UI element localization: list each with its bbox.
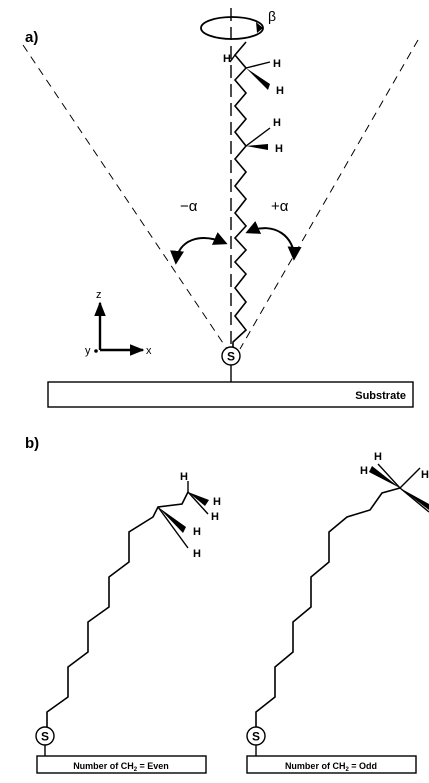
bond-terminal <box>229 54 236 63</box>
odd-count-box <box>246 755 417 774</box>
twist-rotation-arrowhead <box>256 22 263 33</box>
odd-count-label: Number of CH2 = Odd <box>285 761 377 773</box>
y-axis-label: y <box>85 345 91 357</box>
panel-a: a) β H H H H H −α +α z <box>22 8 419 408</box>
sulfur-atom-label: S <box>227 350 235 364</box>
z-axis-label: z <box>96 289 102 301</box>
alkyl-chain-backbone <box>232 41 248 354</box>
h-atom: H <box>193 548 201 560</box>
tilt-plus-alpha-label: +α <box>271 198 289 215</box>
bond-ch <box>157 506 189 549</box>
tilt-arrow-minus-alpha <box>170 232 228 265</box>
h-atom: H <box>275 143 283 155</box>
tilt-minus-alpha-label: −α <box>180 198 198 215</box>
h-atom: H <box>211 511 219 523</box>
bond-ch <box>187 491 209 515</box>
tilt-cone-right-edge <box>239 39 419 350</box>
y-axis-marker <box>94 349 98 353</box>
h-atom: H <box>273 117 281 129</box>
wedge-bond <box>188 492 209 506</box>
h-atom: H <box>223 53 231 65</box>
tilt-arrow-plus-alpha <box>245 221 302 261</box>
h-atom: H <box>213 496 221 508</box>
h-atom: H <box>374 451 382 463</box>
bond-ch <box>245 127 271 147</box>
h-atom: H <box>360 465 368 477</box>
panel-b-label: b) <box>25 435 39 452</box>
h-atom: H <box>193 526 201 538</box>
wedge-bond <box>246 68 270 90</box>
sulfur-atom-label: S <box>252 730 260 744</box>
odd-chain-molecule: H H H S Number of CH2 = Odd <box>246 451 429 774</box>
sulfur-atom-label: S <box>41 730 49 744</box>
coordinate-axes: z x y <box>85 289 152 357</box>
tilt-cone-left-edge <box>22 44 228 350</box>
h-atom: H <box>276 85 284 97</box>
even-chain-molecule: H H H H H S Number of CH2 = Even <box>35 471 221 774</box>
wedge-bond <box>246 144 268 150</box>
twist-rotation-ellipse <box>200 16 264 40</box>
bond-ch <box>245 61 271 69</box>
even-chain-backbone <box>46 491 189 727</box>
wedge-bond <box>158 507 186 533</box>
h-atom: H <box>421 469 429 481</box>
substrate-label: Substrate <box>355 390 406 402</box>
bond-ch <box>399 487 429 513</box>
panel-b: b) H H H H H S Number of CH2 = Even <box>25 435 429 774</box>
even-count-box <box>36 755 207 774</box>
bond-ch <box>377 463 401 489</box>
h-atom: H <box>273 58 281 70</box>
h-atom: H <box>180 471 188 483</box>
even-count-label: Number of CH2 = Even <box>73 761 169 773</box>
substrate-box <box>47 381 414 408</box>
bond-ch <box>399 467 421 489</box>
odd-chain-backbone <box>255 487 401 727</box>
panel-a-label: a) <box>25 29 38 46</box>
x-axis-label: x <box>146 345 152 357</box>
twist-angle-label: β <box>268 8 276 24</box>
wedge-bond <box>369 466 400 488</box>
